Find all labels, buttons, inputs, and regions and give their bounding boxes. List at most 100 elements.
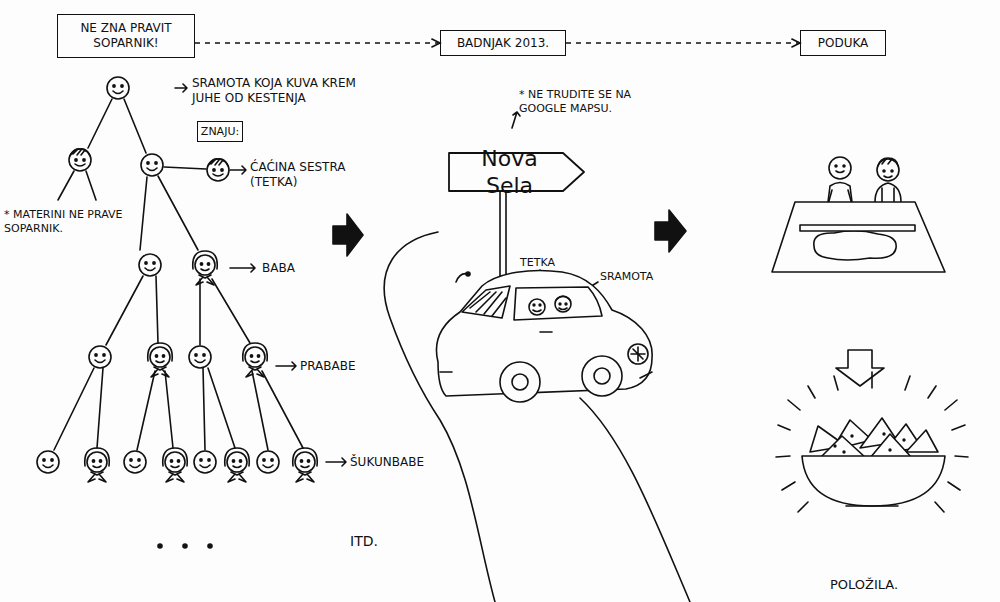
lesson-scene-part	[875, 183, 901, 202]
text-box: PODUKA	[800, 30, 886, 56]
family-tree-part	[163, 448, 188, 482]
family-tree-part	[200, 279, 250, 345]
annotation: SRAMOTA	[600, 270, 680, 284]
road-part	[384, 232, 495, 602]
family-tree-part	[107, 77, 129, 99]
bowl-part	[870, 434, 912, 458]
connector-line	[566, 42, 800, 43]
car-part	[437, 271, 653, 396]
family-tree-part	[208, 544, 212, 548]
annotation: ŠUKUNBABE	[350, 455, 460, 470]
pointer-arrows-part	[512, 112, 520, 128]
pointer-arrows-part	[230, 264, 255, 272]
lesson-scene-part	[829, 157, 851, 179]
family-tree-part	[158, 544, 162, 548]
annotation: * MATERINI NE PRAVE SOPARNIK.	[4, 208, 136, 236]
family-tree-part	[37, 451, 59, 473]
bowl-part	[883, 433, 885, 435]
family-tree-part	[189, 346, 211, 368]
box-text: ZNAJU:	[201, 125, 239, 139]
family-tree-part	[207, 159, 229, 181]
car-part	[556, 297, 570, 301]
lesson-scene-part	[836, 171, 844, 173]
connector-line	[195, 42, 440, 43]
lesson-scene-part	[877, 159, 899, 181]
panel-arrow-part	[655, 210, 686, 252]
annotation: POLOŽILA.	[830, 577, 940, 593]
annotation: * NE TRUDITE SE NA GOOGLE MAPSU.	[519, 88, 651, 116]
bowl-part	[906, 430, 938, 452]
family-tree-part	[225, 448, 250, 482]
arrow-head	[792, 39, 800, 47]
lesson-scene	[772, 157, 945, 386]
car-part	[514, 287, 602, 320]
lesson-scene-part	[884, 176, 892, 178]
bowl-part	[851, 435, 853, 437]
arrow-head	[432, 39, 440, 47]
family-tree-part	[85, 448, 110, 482]
dashed-connector	[566, 39, 800, 47]
family-tree-part	[243, 343, 268, 377]
annotation: ĆAĆINA SESTRA (TETKA)	[250, 160, 368, 190]
family-tree-part	[58, 171, 96, 200]
family-tree-part	[203, 368, 235, 450]
car-part	[462, 286, 510, 318]
place-name: Nova Sela	[456, 145, 563, 200]
annotation: SRAMOTA KOJA KUVA KREM JUHE OD KESTENJA	[192, 76, 370, 106]
bowl-part	[889, 449, 891, 451]
bowl-part	[776, 372, 968, 512]
pointer-arrows-part	[326, 458, 346, 466]
lesson-scene-part	[843, 165, 845, 167]
lesson-scene-part	[835, 165, 837, 167]
family-tree	[37, 77, 317, 548]
text-box: ZNAJU:	[197, 121, 243, 142]
text-box: NE ZNA PRAVIT SOPARNIK!	[57, 14, 195, 58]
car-part	[540, 331, 552, 333]
family-tree-part	[88, 99, 146, 153]
car-part	[470, 292, 506, 316]
car-part	[529, 299, 545, 315]
dashed-connector	[195, 39, 440, 47]
sign-post	[500, 192, 506, 288]
bowl	[776, 372, 968, 512]
node-body: BADNJAK 2013.	[441, 31, 565, 55]
bowl-part	[802, 456, 945, 506]
family-tree-part	[89, 346, 111, 368]
lesson-scene-part	[878, 158, 898, 166]
annotation: PRABABE	[300, 359, 390, 374]
text-box: BADNJAK 2013.	[440, 30, 566, 56]
family-tree-part	[124, 451, 146, 473]
panel-arrow-part	[333, 214, 363, 256]
car-part	[466, 272, 470, 276]
family-tree-part	[137, 371, 173, 450]
signpost: Nova Sela	[448, 152, 585, 192]
lesson-scene-part	[883, 170, 885, 172]
road-part	[580, 398, 690, 602]
family-tree-part	[293, 448, 318, 482]
car-part	[594, 368, 610, 384]
bowl-part	[843, 451, 845, 453]
family-tree-part	[140, 176, 198, 250]
family-tree-part	[106, 276, 158, 345]
family-tree-part	[164, 167, 206, 169]
car-part	[533, 310, 541, 312]
annotation: BABA	[262, 261, 342, 276]
lesson-scene-part	[772, 202, 945, 272]
family-tree-part	[252, 371, 303, 450]
bowl-part	[834, 445, 836, 447]
bowl-part	[903, 439, 905, 441]
car-part	[555, 296, 571, 312]
sign-post-part	[500, 192, 506, 288]
family-tree-part	[54, 368, 103, 450]
family-tree-part	[139, 254, 161, 276]
car-part	[539, 304, 541, 306]
box-text: BADNJAK 2013.	[457, 36, 549, 51]
node-body: NE ZNA PRAVIT SOPARNIK!	[58, 15, 194, 57]
car-part	[565, 303, 567, 305]
node-body: ZNAJU:	[198, 122, 242, 141]
car-part	[500, 362, 540, 402]
family-tree-part	[183, 544, 187, 548]
